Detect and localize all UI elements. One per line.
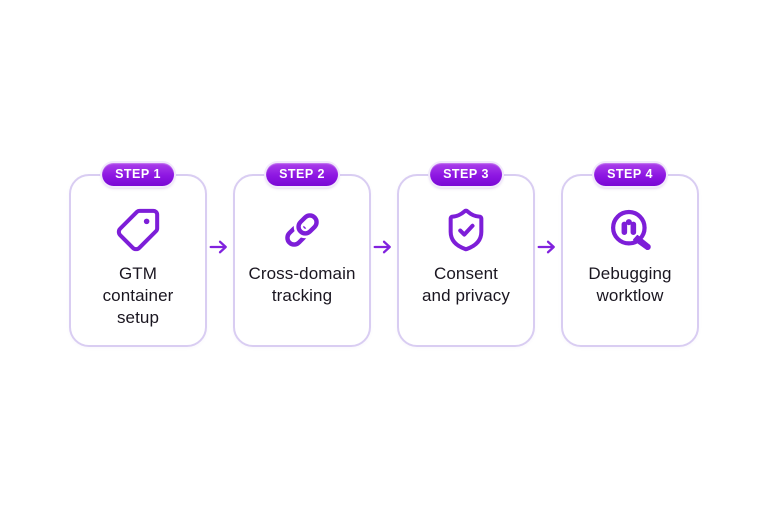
- step-1-badge: STEP 1: [102, 163, 174, 186]
- step-4-badge: STEP 4: [594, 163, 666, 186]
- arrow-right-icon: [373, 238, 395, 256]
- step-4-label: Debugging worktlow: [588, 264, 672, 305]
- step-3-label: Consent and privacy: [421, 264, 511, 305]
- step-2-label: Cross-domain tracking: [248, 264, 356, 305]
- arrow-right-icon: [209, 238, 231, 256]
- step-card-1: STEP 1 GTM container setup: [69, 163, 207, 347]
- step-card-2: STEP 2 Cross-domain tracking: [233, 163, 371, 347]
- step-2-badge: STEP 2: [266, 163, 338, 186]
- step-1-label: GTM container setup: [102, 264, 174, 327]
- bug-search-icon: [607, 207, 653, 253]
- step-3-badge: STEP 3: [430, 163, 502, 186]
- arrow-right-icon: [537, 238, 559, 256]
- step-card-4: STEP 4 Debugging worktlow: [561, 163, 699, 347]
- link-icon: [279, 207, 325, 253]
- tag-icon: [115, 207, 161, 253]
- shield-check-icon: [443, 207, 489, 253]
- step-card-3: STEP 3 Consent and privacy: [397, 163, 535, 347]
